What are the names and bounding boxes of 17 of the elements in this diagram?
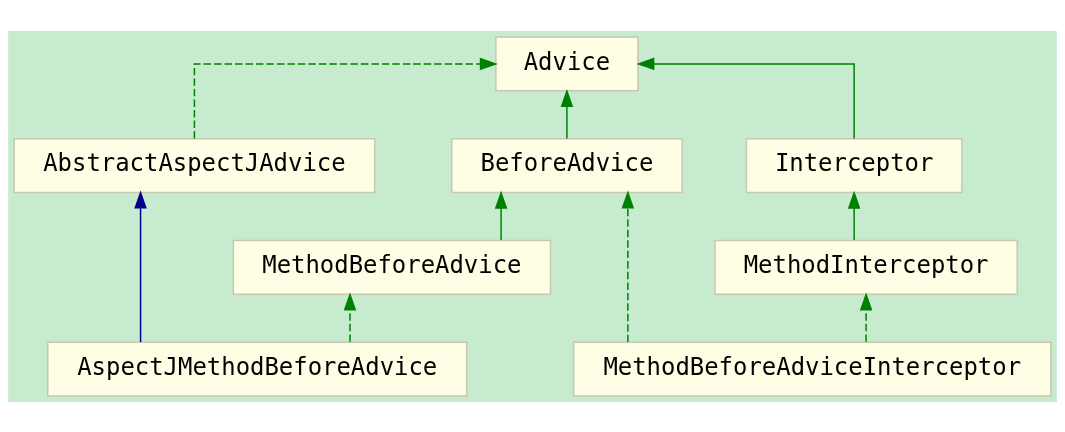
arrow [134,190,147,343]
arrow [636,57,855,139]
arrow [193,57,498,139]
node-box: BeforeAdvice [450,137,683,193]
node-box: AspectJMethodBeforeAdvice [47,340,468,397]
node-box: MethodBeforeAdviceInterceptor [572,340,1052,397]
arrow [847,190,861,241]
arrow [859,291,873,343]
node-box: AbstractAspectJAdvice [13,137,376,193]
arrow [560,88,574,139]
arrow [494,190,508,241]
node-box: Advice [495,35,639,92]
node-box: Interceptor [745,137,963,193]
arrow [343,291,357,343]
node-box: MethodInterceptor [714,239,1018,295]
node-box: MethodBeforeAdvice [232,239,552,295]
arrow [621,190,635,343]
